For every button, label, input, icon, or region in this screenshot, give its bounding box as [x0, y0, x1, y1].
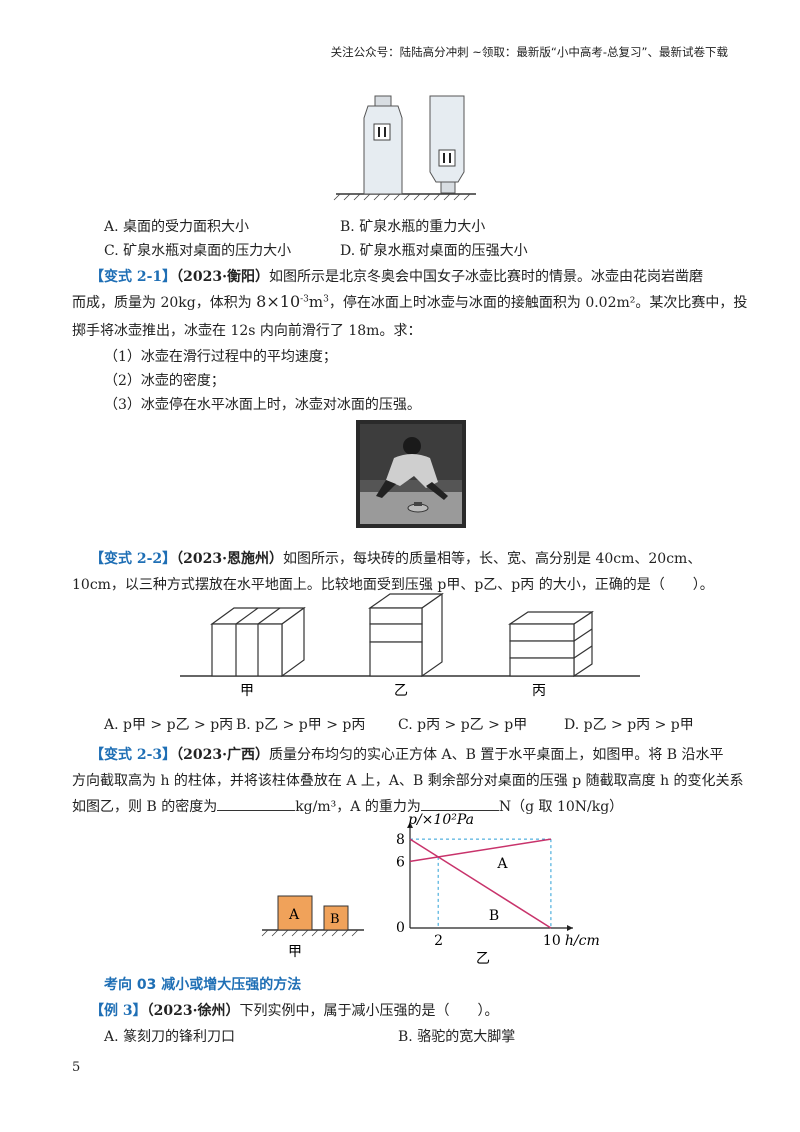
- v21-line1: 【变式 2-1】（2023·衡阳）如图所示是北京冬奥会中国女子冰壶比赛时的情景。…: [90, 266, 703, 286]
- answer-blank-density[interactable]: [217, 798, 296, 811]
- v21-unit: m: [308, 293, 324, 311]
- v21-text2a: 而成，质量为 20kg，体积为: [72, 295, 252, 311]
- fig-label-bing: 丙: [532, 683, 546, 699]
- answer-blank-weight[interactable]: [420, 798, 499, 811]
- option-b: B. 矿泉水瓶的重力大小: [340, 219, 486, 235]
- v21-line3: 掷手将冰壶推出，冰壶在 12s 内向前滑行了 18m。求：: [72, 323, 422, 339]
- block-a-label: A: [288, 907, 300, 923]
- v23-text1: 质量分布均匀的实心正方体 A、B 置于水平桌面上，如图甲。将 B 沿水平: [269, 747, 724, 763]
- v23-text3a: 如图乙，则 B 的密度为: [72, 799, 218, 815]
- v22-text2: 10cm，以三种方式摆放在水平地面上。比较地面受到压强 p甲、p乙、p丙 的大小…: [72, 577, 714, 593]
- v21-text2b: ，停在冰面上时冰壶与冰面的接触面积为 0.02m²。某次比赛中，投: [328, 295, 748, 311]
- v21-exp: -3: [300, 294, 309, 305]
- y-axis-label: p/×10²Pa: [408, 812, 474, 828]
- x-axis-label: h/cm: [565, 933, 600, 949]
- series-line-B: [409, 838, 552, 929]
- fig-label-yi-2: 乙: [476, 951, 490, 967]
- v21-source: （2023·衡阳）: [176, 269, 270, 285]
- v23-text3b: kg/m³，A 的重力为: [295, 799, 421, 815]
- ex3-source: （2023·徐州）: [146, 1003, 240, 1019]
- v22-source: （2023·恩施州）: [176, 551, 284, 567]
- bottles-figure: [333, 95, 476, 201]
- series-line-A: [409, 838, 552, 863]
- tick-label-y6: 6: [396, 854, 405, 870]
- v21-line2: 而成，质量为 20kg，体积为 8×10-3m3，停在冰面上时冰壶与冰面的接触面…: [72, 292, 747, 312]
- v23-source: （2023·广西）: [176, 747, 270, 763]
- v22-option-b: B. p乙 > p甲 > p丙: [236, 717, 366, 733]
- v22-line1: 【变式 2-2】（2023·恩施州）如图所示，每块砖的质量相等，长、宽、高分别是…: [90, 548, 701, 568]
- v23-line1: 【变式 2-3】（2023·广西）质量分布均匀的实心正方体 A、B 置于水平桌面…: [90, 744, 724, 764]
- x-axis-arrow: [567, 925, 573, 931]
- v22-option-c: C. p丙 > p乙 > p甲: [398, 717, 528, 733]
- v23-tag: 【变式 2-3】: [90, 747, 177, 763]
- option-d: D. 矿泉水瓶对桌面的压强大小: [340, 243, 528, 259]
- tick-label-0: 0: [396, 920, 405, 936]
- ex3-option-a: A. 篆刻刀的锋利刀口: [104, 1029, 236, 1045]
- option-a: A. 桌面的受力面积大小: [104, 219, 250, 235]
- y-axis-arrow: [407, 822, 413, 828]
- ex3-tag: 【例 3】: [90, 1003, 147, 1019]
- blocks-figure: A B 甲: [261, 895, 364, 960]
- ex3-option-b: B. 骆驼的宽大脚掌: [398, 1029, 516, 1045]
- v21-sub2: （2）冰壶的密度；: [104, 373, 225, 389]
- v21-text1: 如图所示是北京冬奥会中国女子冰壶比赛时的情景。冰壶由花岗岩凿磨: [269, 269, 704, 285]
- series-label-B: B: [489, 908, 499, 924]
- v23-text3c: N（g 取 10N/kg）: [498, 799, 624, 815]
- v22-option-d: D. p乙 > p丙 > p甲: [564, 717, 694, 733]
- v23-text2: 方向截取高为 h 的柱体，并将该柱体叠放在 A 上，A、B 剩余部分对桌面的压强…: [72, 773, 744, 789]
- page-number: 5: [72, 1060, 81, 1075]
- tick-label-x2: 2: [434, 933, 443, 949]
- v21-formula: 8×10: [256, 292, 301, 311]
- tick-label-y8: 8: [396, 832, 405, 848]
- fig-label-yi: 乙: [394, 683, 408, 699]
- v22-text1: 如图所示，每块砖的质量相等，长、宽、高分别是 40cm、20cm、: [283, 551, 702, 567]
- series-label-A: A: [496, 856, 508, 872]
- bricks-figure: 甲 乙 丙: [180, 592, 640, 699]
- pressure-graph: A B 0 2 10 6 8 h/cm p/×10²Pa 乙: [396, 812, 600, 967]
- fig-label-jia-2: 甲: [288, 944, 302, 960]
- v22-option-a: A. p甲 > p乙 > p丙: [104, 717, 234, 733]
- block-b-label: B: [330, 912, 340, 927]
- v22-tag: 【变式 2-2】: [90, 551, 177, 567]
- v21-sub1: （1）冰壶在滑行过程中的平均速度；: [104, 349, 337, 365]
- ex3-text: 下列实例中，属于减小压强的是（ ）。: [239, 1003, 499, 1019]
- page-header: 关注公众号：陆陆高分冲刺 ~领取：最新版“小中高考-总复习”、最新试卷下载: [330, 45, 728, 59]
- section-title: 考向 03 减小或增大压强的方法: [104, 977, 302, 993]
- v23-line3: 如图乙，则 B 的密度为 kg/m³，A 的重力为 N（g 取 10N/kg）: [72, 796, 623, 816]
- v21-unit-exp: 3: [323, 294, 329, 305]
- option-c: C. 矿泉水瓶对桌面的压力大小: [104, 243, 292, 259]
- v21-tag: 【变式 2-1】: [90, 269, 177, 285]
- ex3-line: 【例 3】（2023·徐州）下列实例中，属于减小压强的是（ ）。: [90, 1000, 498, 1020]
- fig-label-jia: 甲: [240, 683, 254, 699]
- v21-sub3: （3）冰壶停在水平冰面上时，冰壶对冰面的压强。: [104, 397, 421, 413]
- tick-label-x10: 10: [543, 933, 561, 949]
- curling-photo: [356, 420, 466, 528]
